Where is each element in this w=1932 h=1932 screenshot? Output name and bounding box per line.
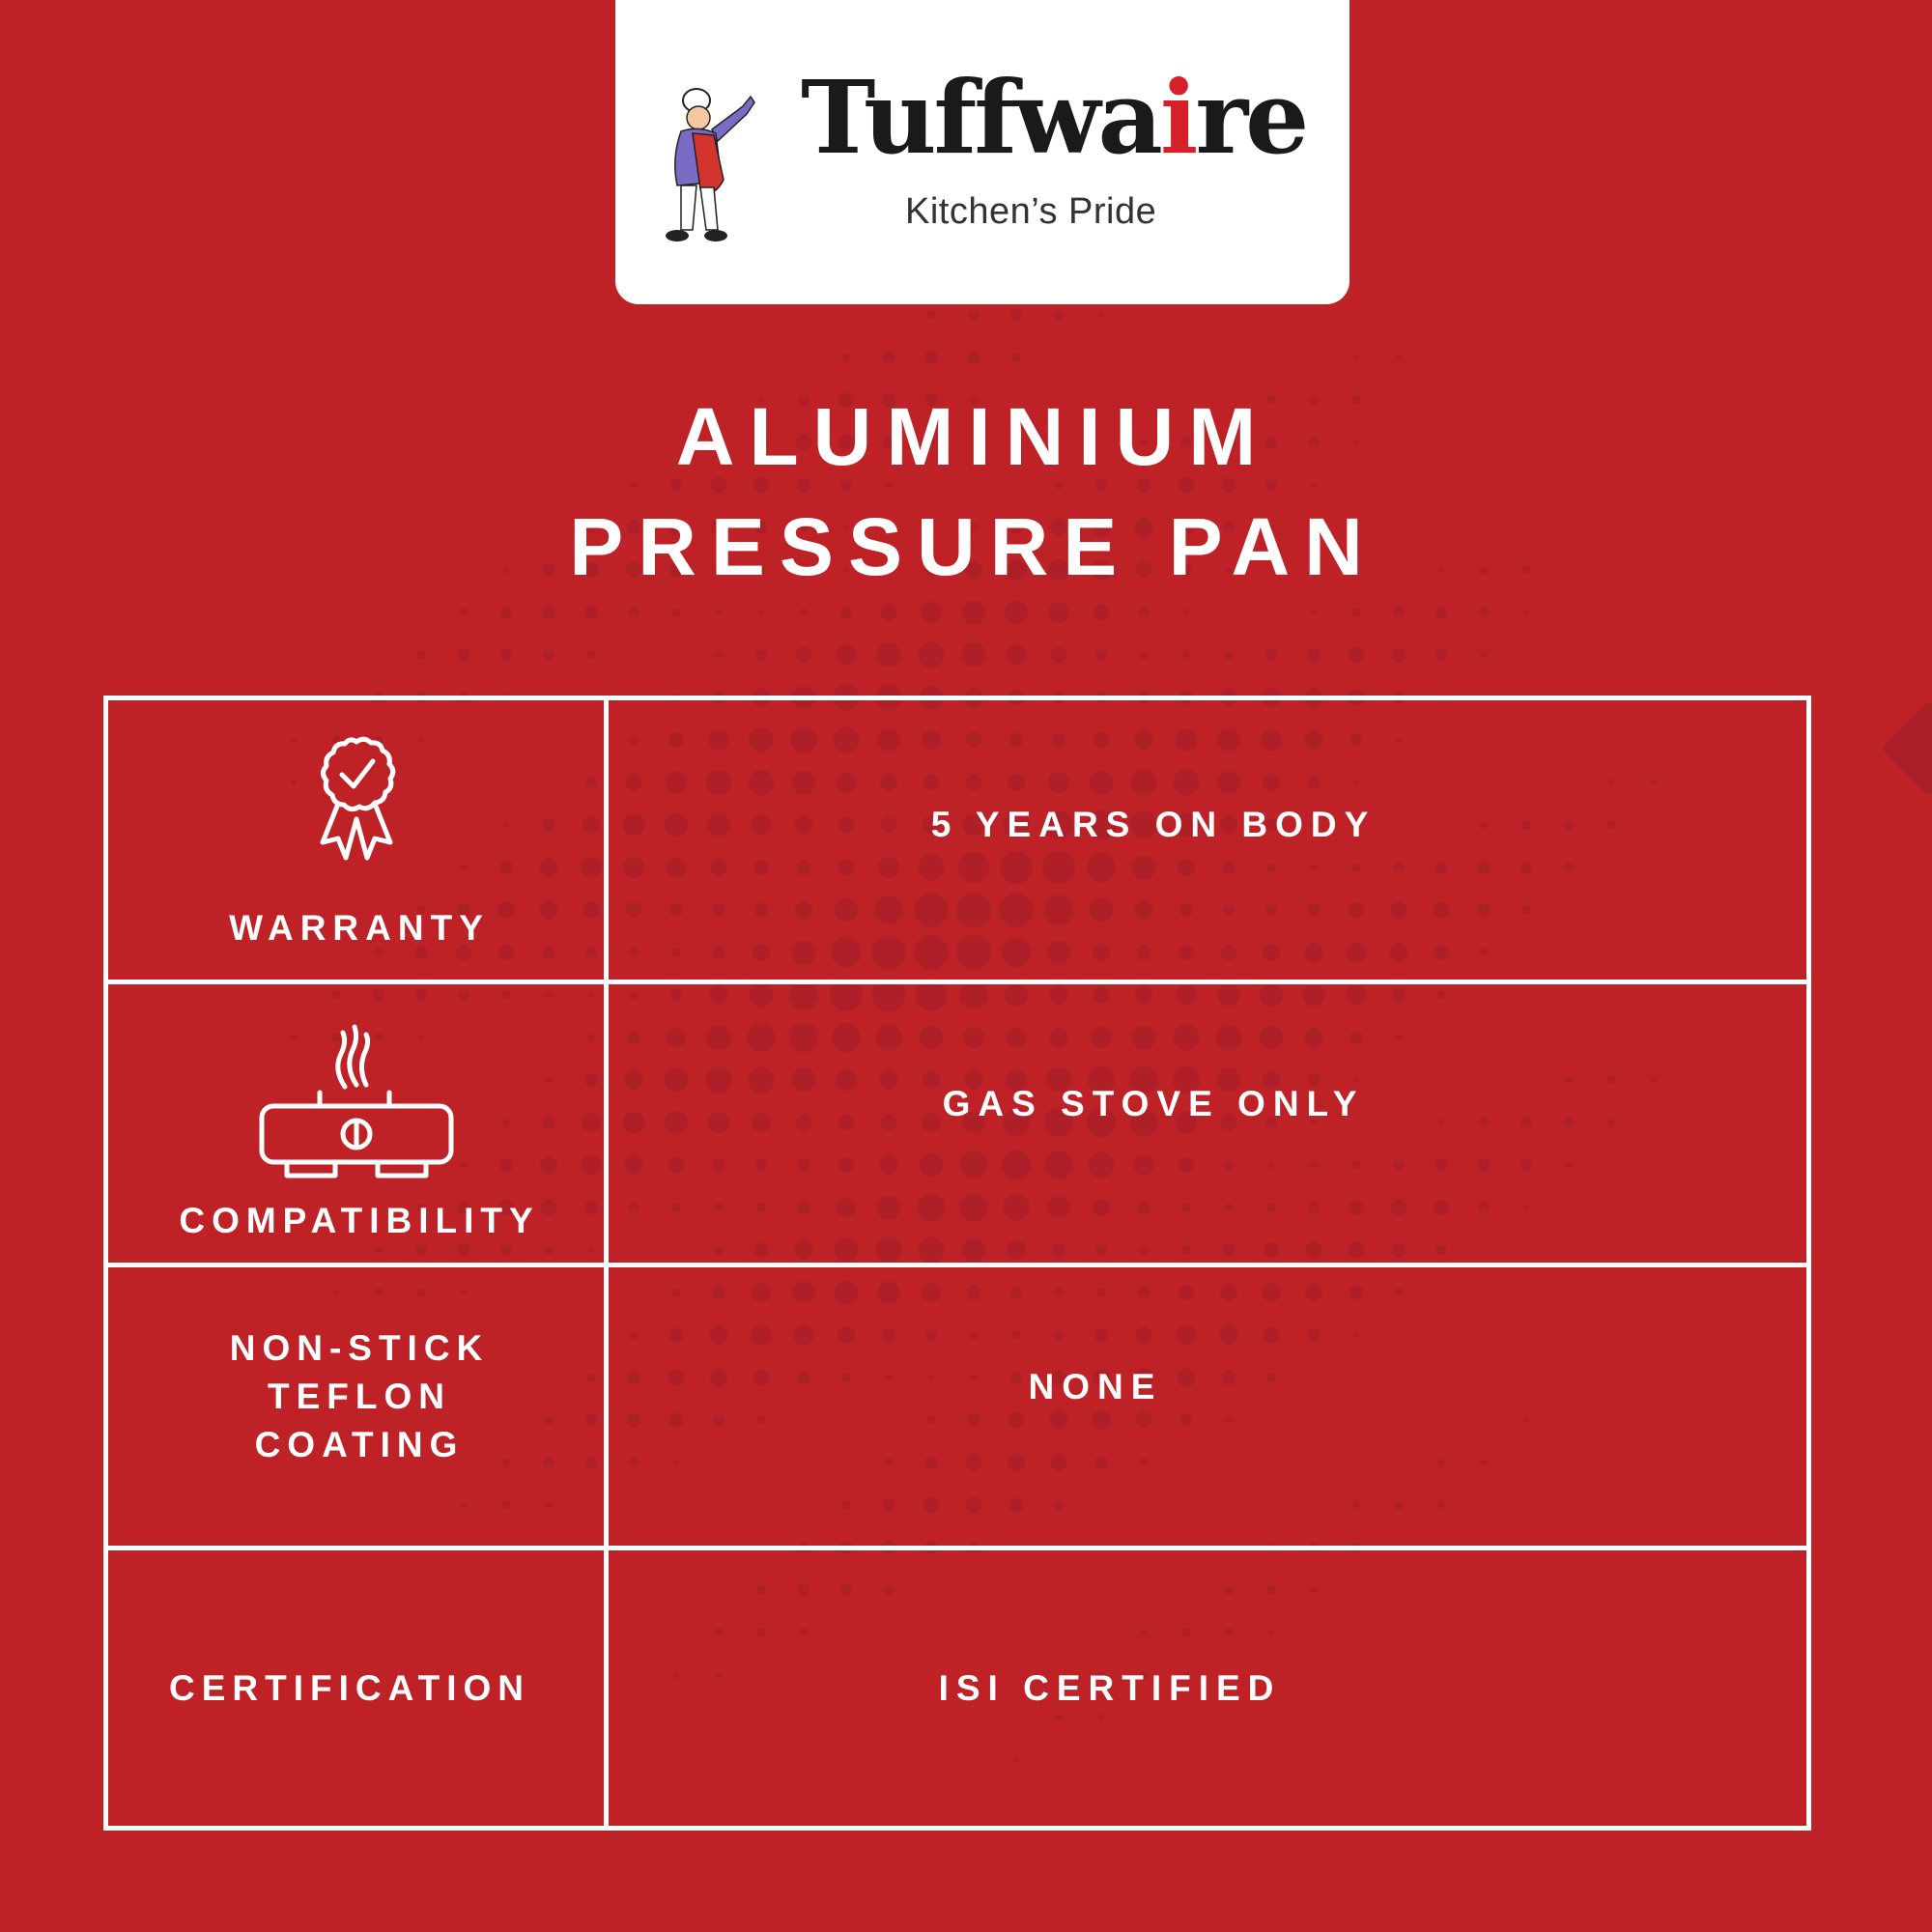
spec-value-cell-warranty: 5 YEARS ON BODY	[609, 700, 1806, 984]
spec-label-coating-line3: COATING	[254, 1425, 465, 1464]
spec-value-certification: ISI CERTIFIED	[938, 1667, 1282, 1708]
product-title-line1: ALUMINIUM	[675, 391, 1271, 482]
spec-label-cell-coating: NON-STICK TEFLON COATING	[108, 1267, 609, 1550]
spec-label-cell-warranty: WARRANTY	[108, 700, 609, 984]
spec-label-coating-line2: TEFLON	[268, 1377, 451, 1416]
spec-value-warranty: 5 YEARS ON BODY	[930, 805, 1377, 844]
spec-value-cell-coating: NONE	[609, 1267, 1806, 1550]
spec-value-coating: NONE	[1028, 1367, 1163, 1406]
spec-value-cell-compatibility: GAS STOVE ONLY	[609, 984, 1806, 1267]
spec-label-certification: CERTIFICATION	[169, 1667, 530, 1708]
logo-card: Tuffwaire Kitchen’s Pride	[615, 0, 1350, 304]
spec-label-warranty: WARRANTY	[229, 907, 490, 948]
spec-label-compatibility: COMPATIBILITY	[179, 1201, 540, 1240]
product-title-line2: PRESSURE PAN	[569, 501, 1378, 592]
award-ribbon-check-icon	[320, 736, 395, 860]
gas-stove-icon	[259, 1024, 453, 1179]
chef-mascot-icon	[666, 88, 755, 242]
side-diamond-decoration	[1881, 700, 1932, 797]
spec-label-cell-certification: CERTIFICATION	[108, 1550, 609, 1826]
brand-tagline: Kitchen’s Pride	[905, 191, 1157, 232]
brand-wordmark: Tuffwaire	[801, 58, 1309, 177]
spec-value-compatibility: GAS STOVE ONLY	[942, 1084, 1365, 1123]
product-title: ALUMINIUM PRESSURE PAN	[0, 382, 1932, 602]
spec-label-coating-line1: NON-STICK	[229, 1328, 490, 1368]
spec-value-cell-certification: ISI CERTIFIED	[609, 1550, 1806, 1826]
spec-table: WARRANTY 5 YEARS ON BODY COMPATIBILITY G…	[103, 696, 1811, 1831]
spec-label-cell-compatibility: COMPATIBILITY	[108, 984, 609, 1267]
